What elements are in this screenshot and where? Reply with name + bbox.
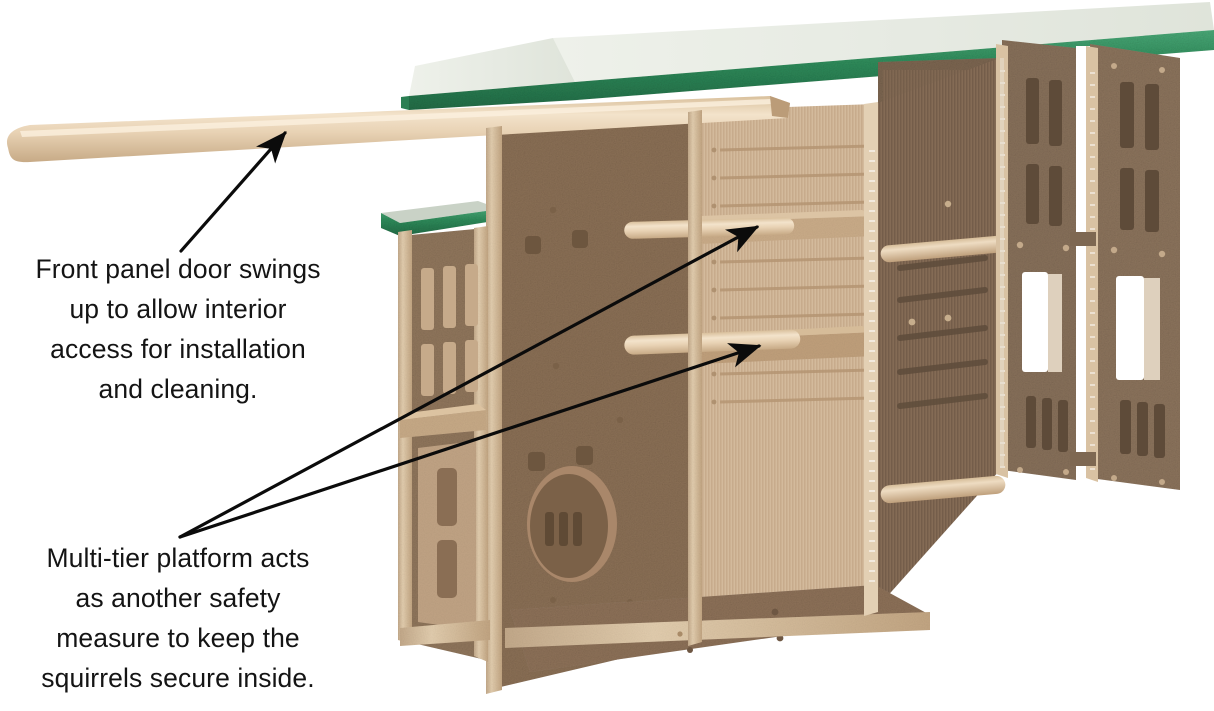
caption-multi-tier-platform: Multi-tier platform acts as another safe… xyxy=(41,543,315,693)
caption-front-panel-door: Front panel door swings up to allow inte… xyxy=(35,254,321,404)
interior-right-side-wall xyxy=(875,58,1000,610)
left-tower xyxy=(398,226,490,662)
interior-back-wall xyxy=(700,104,875,640)
side-ventilation-panel-outer xyxy=(1086,44,1180,490)
oval-entrance-hole xyxy=(527,466,617,582)
side-ventilation-panel-inner xyxy=(996,40,1090,480)
panel-crossbars xyxy=(1070,232,1096,466)
